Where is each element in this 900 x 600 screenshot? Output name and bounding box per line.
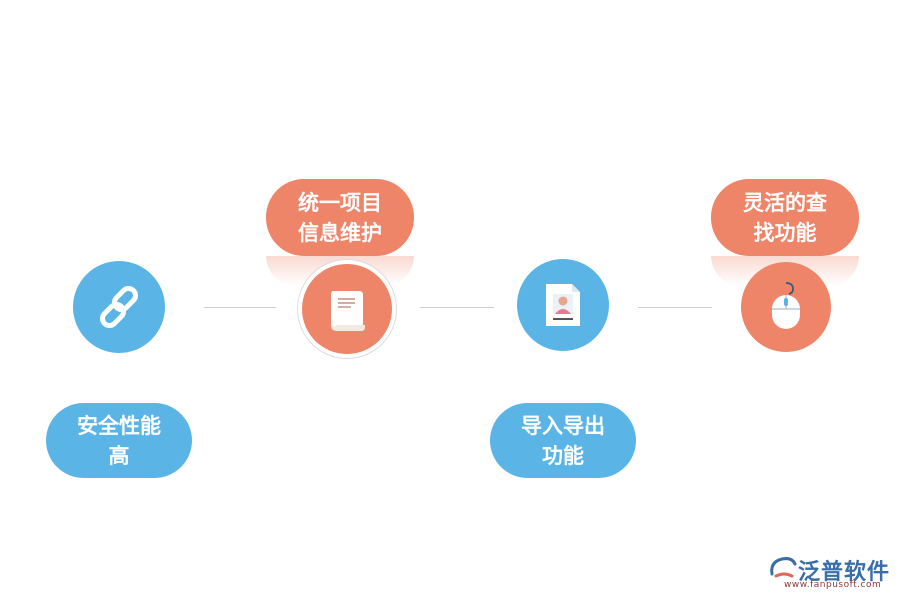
feature-2-label-line-1: 统一项目 xyxy=(298,190,382,215)
feature-1-label-line-1: 安全性能 xyxy=(77,413,161,438)
feature-3-label-line-1: 导入导出 xyxy=(521,413,605,438)
brand-name: 泛普软件 xyxy=(798,560,891,585)
feature-3-circle xyxy=(517,259,609,351)
connector-line-1 xyxy=(204,307,276,308)
brand-url: www.fanpusoft.com xyxy=(784,580,882,590)
feature-1-label-pill: 安全性能 高 xyxy=(46,403,192,478)
feature-4-label-pill: 灵活的查 找功能 xyxy=(711,179,859,256)
connector-line-3 xyxy=(638,307,712,308)
feature-4-label-line-1: 灵活的查 xyxy=(743,190,827,215)
computer-mouse-icon xyxy=(772,282,800,329)
chain-link-icon xyxy=(99,285,139,329)
document-scroll-icon xyxy=(331,291,365,331)
feature-3-label-line-2: 功能 xyxy=(542,443,584,468)
feature-2-label-line-2: 信息维护 xyxy=(298,220,382,245)
feature-3-label-pill: 导入导出 功能 xyxy=(490,403,636,478)
brand-logo: 泛普软件 www.fanpusoft.com xyxy=(768,552,894,592)
feature-2-label-pill: 统一项目 信息维护 xyxy=(266,179,414,256)
feature-2-circle xyxy=(302,264,392,354)
profile-card-icon xyxy=(546,284,580,326)
feature-4-label-line-2: 找功能 xyxy=(753,220,817,245)
brand-logo-mark xyxy=(770,557,797,578)
connector-line-2 xyxy=(420,307,494,308)
feature-1-circle xyxy=(73,261,165,353)
feature-4-circle xyxy=(741,262,831,352)
feature-1-label-line-2: 高 xyxy=(108,443,130,468)
